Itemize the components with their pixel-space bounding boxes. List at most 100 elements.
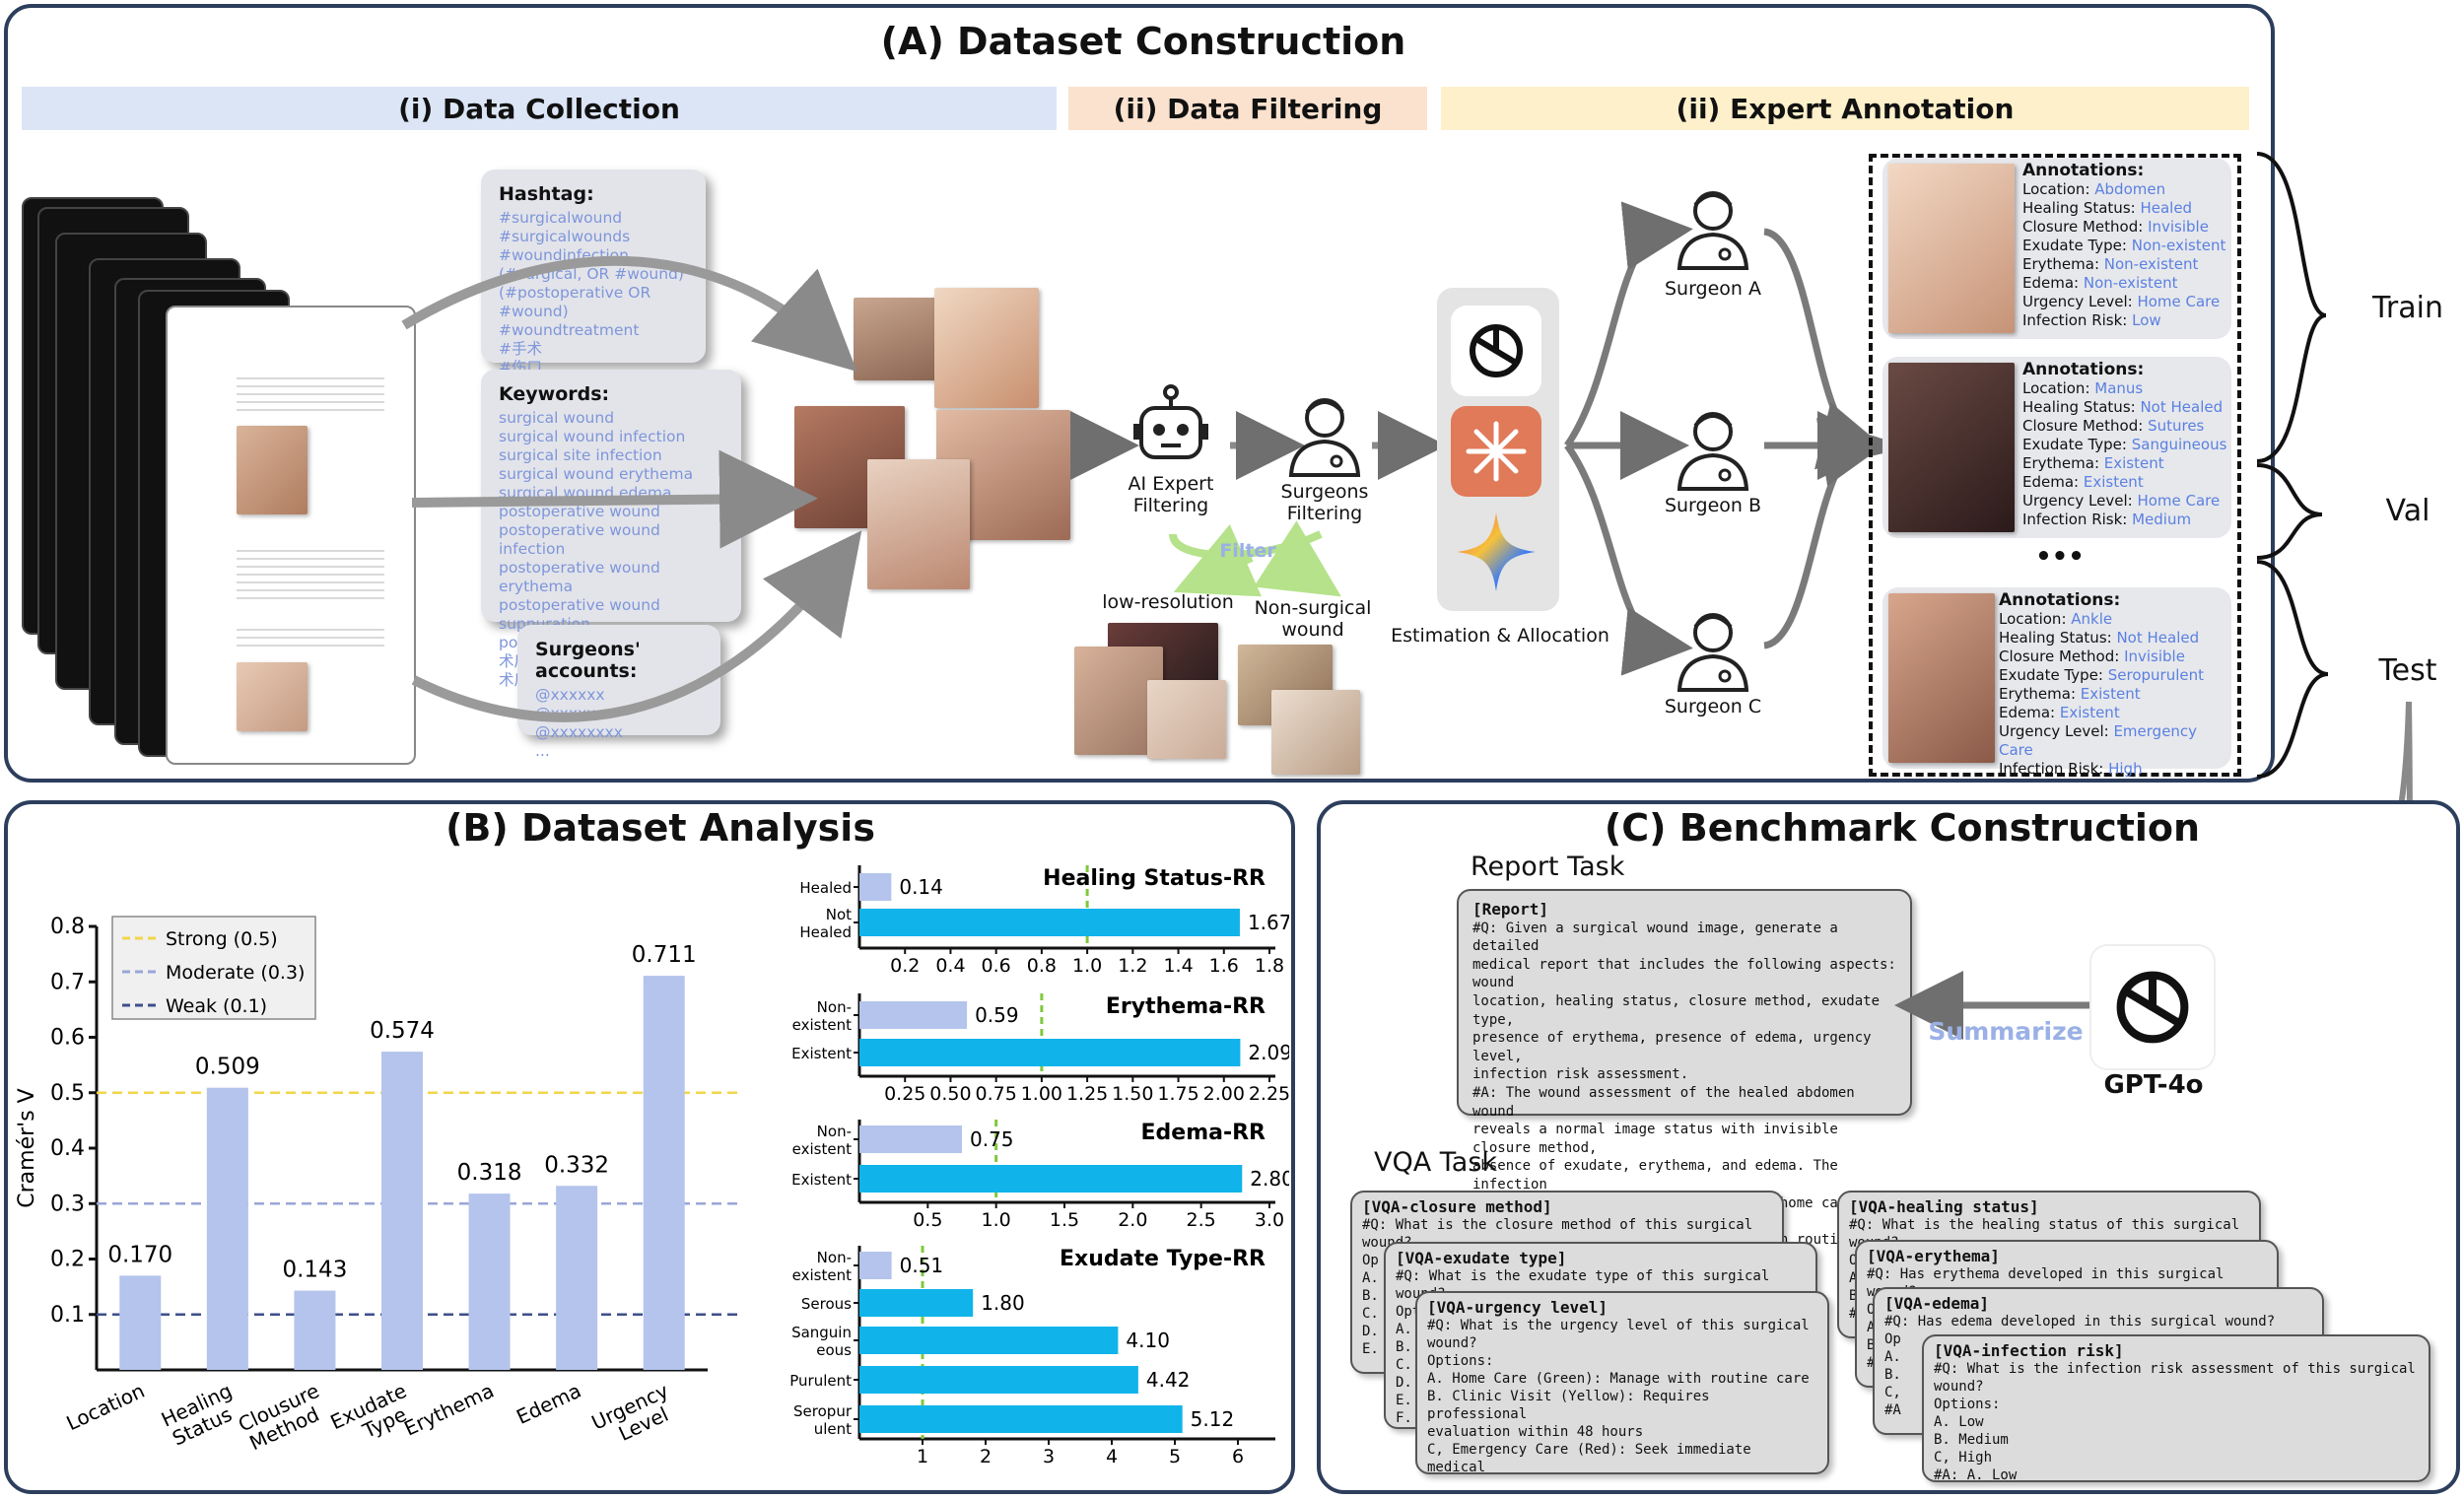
vqa-card-line: #Q: What is the infection risk assessmen… (1934, 1361, 2416, 1395)
rr-bar (859, 1366, 1138, 1394)
annotation-value: Abdomen (2094, 180, 2166, 198)
annotation-value: Emergency Care (1999, 722, 2198, 759)
rr-x-tick-label: 2.00 (1203, 1083, 1245, 1105)
rr-bar-value-label: 4.10 (1126, 1329, 1170, 1352)
annotation-value: Home Care (2137, 492, 2221, 510)
annotation-row: Infection Risk: High (1999, 760, 2231, 779)
rr-bar (859, 909, 1240, 936)
keyword-item: postoperative wound erythema (499, 559, 660, 595)
surgeon-b-icon (1677, 412, 1749, 491)
rr-bar (859, 1165, 1243, 1193)
vqa-card-title: [VQA-erythema] (1867, 1247, 2000, 1265)
legend-label: Weak (0.1) (166, 995, 267, 1017)
estimation-allocation-label: Estimation & Allocation (1391, 625, 1609, 647)
annotation-row: Location: Manus (2022, 379, 2226, 398)
annotation-title: Annotations: (1999, 590, 2121, 610)
vqa-card-line: A. (1396, 1322, 1412, 1337)
vqa-card-title: [VQA-infection risk] (1934, 1341, 2124, 1360)
panel-a-title: (A) Dataset Construction (880, 20, 1406, 63)
annotation-key: Edema: (2022, 473, 2084, 491)
vqa-card-line: B. Medium (1934, 1432, 2009, 1448)
report-box: [Report] #Q: Given a surgical wound imag… (1457, 889, 1912, 1265)
rr-x-tick-label: 0.4 (935, 955, 965, 977)
annotation-row: Urgency Level: Home Care (2022, 492, 2226, 511)
annotation-row: Edema: Existent (2022, 473, 2226, 492)
vqa-card-line: Op (1884, 1331, 1901, 1347)
summarize-label: Summarize (1928, 1017, 2084, 1046)
annotation-value: Non-existent (2131, 237, 2226, 254)
annotation-key: Urgency Level: (2022, 492, 2138, 510)
rr-x-tick-label: 0.25 (884, 1083, 925, 1105)
bar-value-label: 0.318 (457, 1160, 522, 1186)
annotation-key: Erythema: (1999, 685, 2081, 703)
vqa-task-title: VQA Task (1374, 1147, 1498, 1178)
post-text-lines (237, 372, 384, 411)
phone-screenshot-front (166, 306, 416, 765)
y-tick-label: 0.6 (50, 1026, 85, 1051)
surgeon-a-label: Surgeon A (1664, 278, 1762, 300)
vqa-card-line: #Q: Has edema developed in this surgical… (1884, 1314, 2276, 1330)
annotation-key: Urgency Level: (1999, 722, 2114, 740)
band-expert-annotation: (ii) Expert Annotation (1441, 87, 2249, 130)
annotation-value: Not Healed (2140, 398, 2224, 416)
annotation-key: Edema: (2022, 274, 2084, 292)
rr-x-tick-label: 2.5 (1187, 1209, 1216, 1231)
bar (206, 1087, 248, 1370)
vqa-card-title: [VQA-closure method] (1362, 1197, 1552, 1216)
annotation-row: Infection Risk: Medium (2022, 511, 2226, 529)
panel-c-title: (C) Benchmark Construction (1604, 806, 2201, 850)
wound-photo-thumbnail (237, 662, 308, 731)
rr-category-label: Existent (791, 1171, 852, 1189)
annotation-row: Closure Method: Invisible (2022, 218, 2225, 237)
report-line: absence of exudate, erythema, and edema.… (1472, 1158, 1838, 1193)
rr-x-tick-label: 2.0 (1118, 1209, 1147, 1231)
keyword-item: postoperative wound (499, 503, 660, 520)
annotation-key: Infection Risk: (2022, 511, 2133, 528)
hashtag-box: Hashtag: #surgicalwound#surgicalwounds#w… (481, 170, 706, 376)
rr-category-label: Seropur (793, 1402, 853, 1420)
rr-category-label: ulent (814, 1420, 852, 1438)
vqa-card-line: E. (1396, 1393, 1412, 1408)
rr-x-tick-label: 0.6 (982, 955, 1011, 977)
gpt-4o-label: GPT-4o (2103, 1070, 2204, 1100)
surgeon-a-icon (1677, 191, 1749, 270)
surgeon-b-label: Surgeon B (1664, 495, 1762, 516)
annotation-value: Invisible (2148, 218, 2209, 236)
bar-value-label: 0.509 (195, 1055, 260, 1080)
rr-category-label: Serous (801, 1295, 852, 1313)
report-line: #Q: Given a surgical wound image, genera… (1472, 920, 1838, 955)
annotation-row: Closure Method: Invisible (1999, 648, 2231, 666)
rr-bar (859, 1327, 1119, 1354)
annotations-container (1869, 154, 2241, 777)
annotation-value: Ankle (2071, 610, 2113, 628)
surgeon-filter-icon (1288, 398, 1361, 477)
keyword-item: surgical site infection (499, 446, 662, 464)
rr-x-tick-label: 0.8 (1027, 955, 1057, 977)
rr-x-tick-label: 3.0 (1255, 1209, 1284, 1231)
filtered-photo (1147, 680, 1226, 759)
annotation-key: Closure Method: (2022, 417, 2149, 435)
bar-value-label: 0.332 (544, 1152, 609, 1178)
bar (556, 1186, 598, 1370)
annotation-row: Exudate Type: Sanguineous (2022, 436, 2226, 454)
wound-photo (867, 459, 970, 589)
vqa-card-line: Opt (1396, 1304, 1421, 1320)
annotation-wound-photo (1888, 363, 2015, 532)
annotation-key: Infection Risk: (1999, 760, 2109, 778)
x-tick-label: Location (63, 1379, 149, 1436)
annotation-row: Erythema: Existent (2022, 454, 2226, 473)
rr-x-tick-label: 1.00 (1021, 1083, 1062, 1105)
y-tick-label: 0.3 (50, 1192, 85, 1216)
annotation-row: Closure Method: Sutures (2022, 417, 2226, 436)
post-text-lines (237, 623, 384, 652)
rr-bar (859, 873, 892, 901)
surgeon-c-label: Surgeon C (1664, 696, 1762, 717)
annotation-value: Not Healed (2116, 629, 2200, 647)
hashtag-item: #surgicalwound (499, 209, 623, 227)
vqa-card-line: A. Low (1934, 1414, 1984, 1430)
